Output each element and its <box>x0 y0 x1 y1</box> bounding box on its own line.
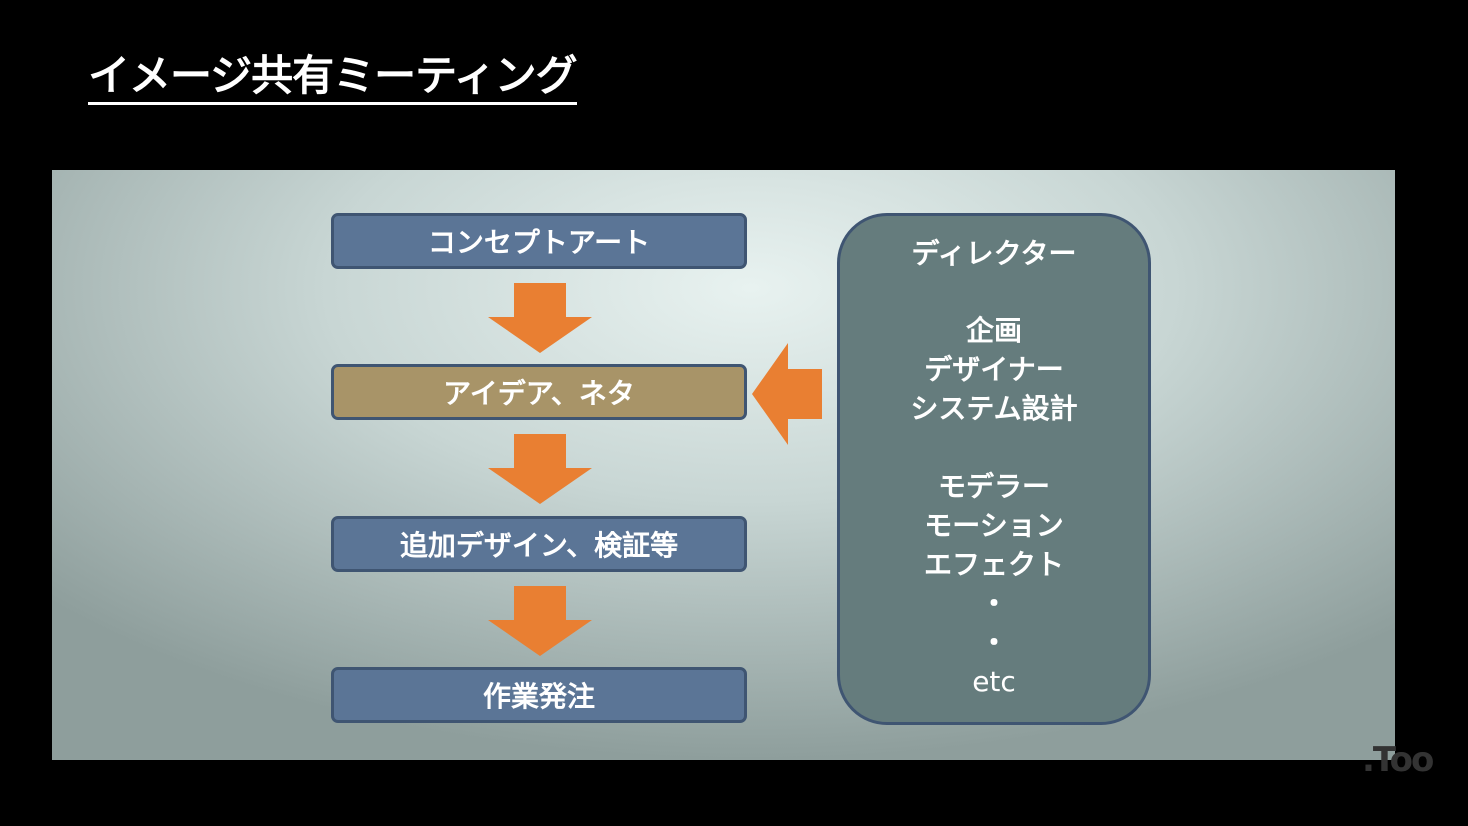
too-logo: .Too <box>1362 740 1434 780</box>
role-item: デザイナー <box>924 353 1064 386</box>
flow-step-additional-design: 追加デザイン、検証等 <box>331 516 747 572</box>
flow-step-ideas: アイデア、ネタ <box>331 364 747 420</box>
roles-panel: ディレクター 企画 デザイナー システム設計 モデラー モーション エフェクト … <box>837 213 1151 725</box>
flow-step-work-order: 作業発注 <box>331 667 747 723</box>
slide-canvas: コンセプトアート アイデア、ネタ 追加デザイン、検証等 作業発注 ディレクター … <box>52 170 1395 760</box>
role-item-etc: etc <box>972 665 1016 698</box>
role-item: モーション <box>924 509 1064 542</box>
panel-heading: ディレクター <box>911 237 1077 270</box>
down-arrow-icon <box>488 586 592 656</box>
role-item: モデラー <box>937 470 1050 503</box>
down-arrow-icon <box>488 434 592 504</box>
flow-step-concept-art: コンセプトアート <box>331 213 747 269</box>
slide-title: イメージ共有ミーティング <box>88 50 578 105</box>
down-arrow-icon <box>488 283 592 353</box>
role-item: 企画 <box>965 314 1022 347</box>
ellipsis-dot: ・ <box>979 626 1008 659</box>
ellipsis-dot: ・ <box>979 587 1008 620</box>
left-arrow-icon <box>752 343 822 445</box>
role-item: システム設計 <box>910 392 1078 425</box>
role-item: エフェクト <box>923 548 1064 581</box>
